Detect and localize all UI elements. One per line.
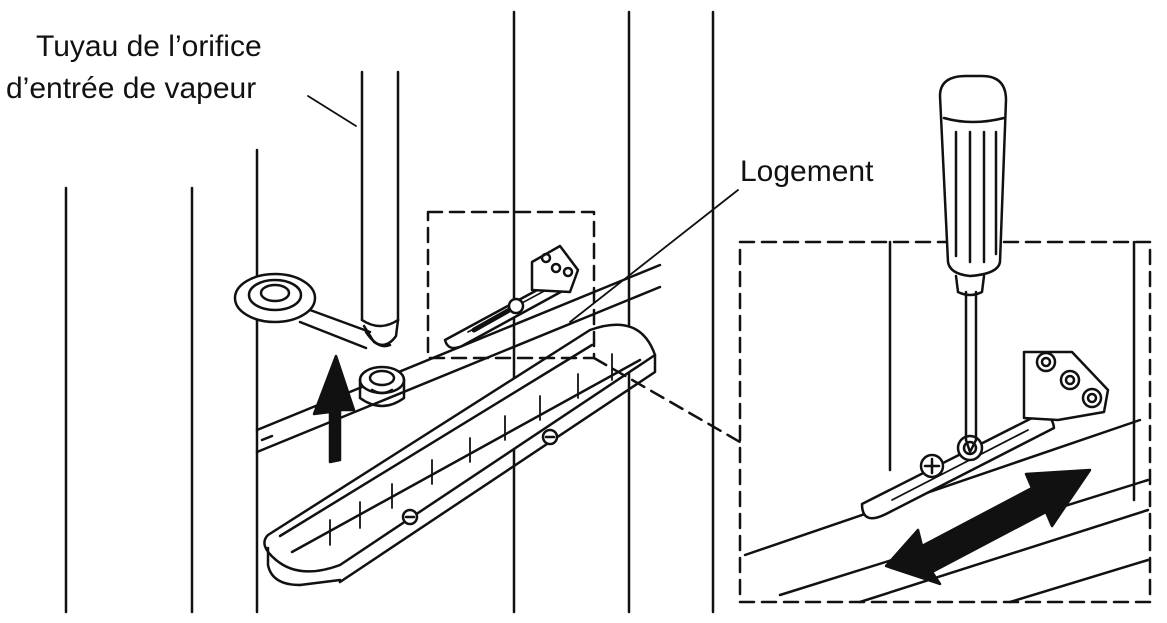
steam-pipe: [360, 70, 400, 347]
bracket-small: [443, 244, 580, 350]
screwdriver-icon: [938, 74, 1008, 454]
wall-lines: [64, 10, 715, 614]
label-leaders: [307, 95, 739, 323]
arrow-up-icon: [312, 354, 356, 464]
detail-box-small: [426, 210, 596, 360]
pipe-fitting: [233, 272, 392, 350]
detail-leader: [592, 356, 742, 444]
label-steam-pipe-line1: Tuyau de l’orifice: [36, 30, 262, 63]
detail-wall-lines: [743, 240, 1150, 604]
label-steam-pipe-line2: d’entrée de vapeur: [6, 72, 257, 105]
steam-tray: [263, 323, 657, 587]
label-housing: Logement: [740, 155, 874, 188]
threaded-port: [358, 365, 406, 408]
double-arrow-icon: [884, 468, 1092, 586]
detail-box-large: [738, 240, 1152, 604]
